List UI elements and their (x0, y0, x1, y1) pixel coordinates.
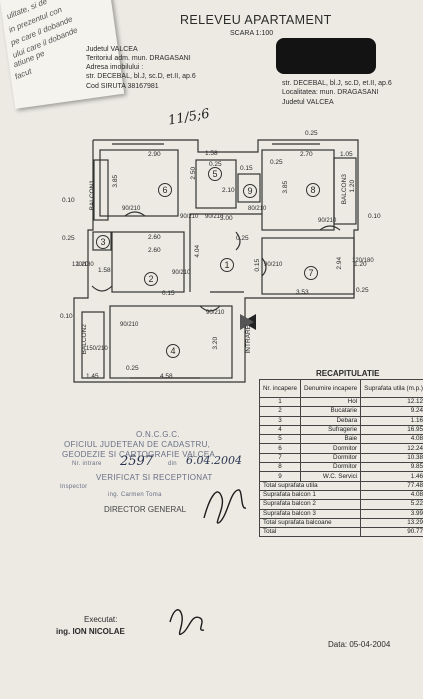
stamp-line: O.N.C.G.C. (136, 430, 180, 439)
room-number-2: 2 (144, 272, 158, 286)
dimension-label: 0.25 (305, 130, 318, 137)
dimension-label: 2.90 (148, 151, 161, 158)
door-label: 120/180 (352, 258, 374, 264)
header-line: Cod SIRUTA 38167981 (86, 83, 159, 90)
door-label: 90/210 (120, 322, 139, 328)
room-number-7: 7 (304, 266, 318, 280)
dimension-label: 0.15 (162, 290, 175, 297)
room-3-outline (92, 231, 112, 251)
door-label: 150/210 (86, 346, 108, 352)
room-number-6: 6 (158, 183, 172, 197)
room-number-5: 5 (208, 167, 222, 181)
dimension-label: 0.25 (236, 235, 249, 242)
recap-total-value: 90.77 (360, 527, 423, 538)
stamp-line: VERIFICAT SI RECEPTIONAT (96, 473, 213, 482)
header-line: Judetul VALCEA (86, 46, 138, 53)
header-line: str. DECEBAL, bl.J, sc.D, et.II, ap.6 (86, 73, 196, 80)
stamp-line: ing. Carmen Toma (108, 492, 162, 498)
stamp-line: GEODEZIE SI CARTOGRAFIE VALCEA (62, 450, 216, 459)
dimension-label: 0.25 (356, 287, 369, 294)
dimension-label: 1.58 (205, 150, 218, 157)
door-label: 120/180 (72, 262, 94, 268)
dimension-label: 0.15 (240, 165, 253, 172)
dimension-label: 3.00 (220, 215, 233, 222)
dimension-label: 2.10 (222, 187, 235, 194)
room-number-1: 1 (220, 258, 234, 272)
dimension-label: 1.45 (86, 373, 99, 380)
executat-label: Executat: (84, 615, 118, 624)
dimension-label: 0.25 (209, 161, 222, 168)
dimension-label: 2.60 (148, 247, 161, 254)
balcony-3-outline (333, 157, 357, 225)
dimension-label: 1.05 (340, 151, 353, 158)
stamp-line: din (168, 461, 177, 467)
door-label: 90/210 (206, 310, 225, 316)
dimension-label: 1.20 (354, 261, 367, 268)
dimension-label: 4.58 (160, 373, 173, 380)
dimension-label: 0.25 (126, 365, 139, 372)
outer-wall (73, 139, 359, 383)
dimension-label: 0.25 (270, 159, 283, 166)
header-line: Adresa imobilului : (86, 64, 144, 71)
dimension-label: 0.10 (62, 197, 75, 204)
door-label: 90/210 (172, 270, 191, 276)
document-title: RELEVEU APARTAMENT (180, 13, 332, 27)
document-date: Data: 05-04-2004 (328, 640, 391, 649)
room-number-8: 8 (306, 183, 320, 197)
room-9-outline (237, 173, 261, 203)
stamp-line: OFICIUL JUDETEAN DE CADASTRU, (64, 440, 211, 449)
room-6-outline (99, 149, 179, 217)
dimension-label: 0.25 (62, 235, 75, 242)
header-line: Teritoriul adm. mun. DRAGASANI (86, 55, 191, 62)
scale-label: SCARA 1:100 (230, 30, 274, 37)
room-2-outline (111, 231, 185, 293)
door-label: 90/210 (318, 218, 337, 224)
recap-table: Nr. incapere Denumire incapere Suprafata… (258, 379, 423, 538)
executant-name: ing. ION NICOLAE (56, 627, 125, 636)
balcony-1-outline (93, 159, 109, 221)
door-label: 80/210 (248, 206, 267, 212)
door-label: 90/210 (205, 214, 224, 220)
dimension-label: 1.20 (76, 261, 89, 268)
room-number-9: 9 (243, 184, 257, 198)
stamp-date: 6.04.2004 (186, 454, 242, 467)
recap-title: RECAPITULATIE (316, 369, 380, 378)
door-label: 90/210 (264, 262, 283, 268)
stamp-line: Nr. intrare (72, 461, 102, 467)
balcony-2-outline (81, 311, 105, 379)
executant-signature (169, 609, 205, 635)
director-signature (203, 489, 247, 524)
door-label: 90/210 (122, 206, 141, 212)
dimension-label: 2.60 (148, 234, 161, 241)
room-7-outline (261, 237, 355, 295)
recap-total-label: Total (258, 527, 362, 538)
stamp-number: 2597 (120, 454, 154, 469)
header-line: str. DECEBAL, bl.J, sc.D, et.II, ap.6 (282, 80, 392, 87)
director-label: DIRECTOR GENERAL (104, 505, 187, 514)
room-5-outline (195, 159, 237, 209)
header-line: Localitatea: mun. DRAGASANI (282, 89, 379, 96)
dimension-label: 3.53 (296, 289, 309, 296)
redaction-block (276, 38, 376, 74)
header-line: Judetul VALCEA (282, 99, 334, 106)
door-label: 90/210 (180, 214, 199, 220)
room-number-4: 4 (166, 344, 180, 358)
room-number-3: 3 (96, 235, 110, 249)
dimension-label: 1.58 (98, 267, 111, 274)
dimension-label: 0.10 (60, 313, 73, 320)
dimension-label: 0.10 (368, 213, 381, 220)
dimension-label: 2.70 (300, 151, 313, 158)
stamp-line: Inspector (60, 484, 88, 490)
